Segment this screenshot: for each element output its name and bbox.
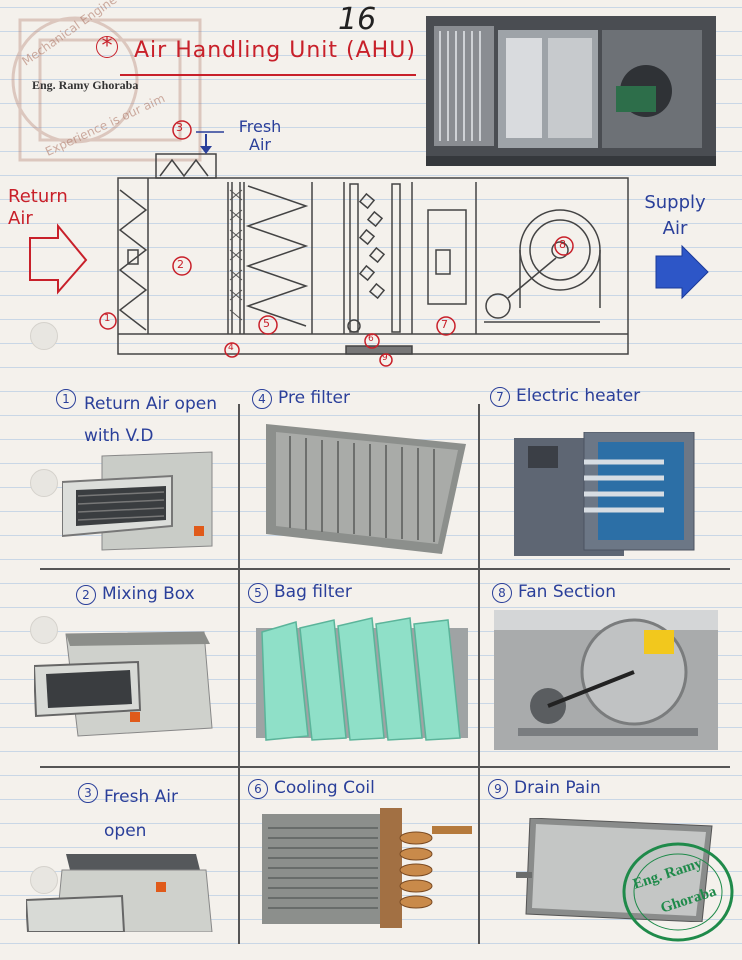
marker-5: 5 bbox=[263, 317, 270, 330]
marker-7: 7 bbox=[441, 318, 448, 331]
fresh-air-label: Fresh Air bbox=[238, 117, 282, 154]
ahu-schematic bbox=[29, 120, 709, 367]
grid-divider-v1 bbox=[238, 404, 240, 944]
cooling-coil-photo bbox=[262, 808, 472, 928]
caption-return-air: 1 bbox=[56, 388, 82, 409]
supply-air-label: Supply Air bbox=[644, 192, 706, 239]
electric-heater-photo bbox=[514, 432, 695, 556]
pre-filter-photo bbox=[266, 424, 466, 554]
grid-divider-h2 bbox=[40, 766, 730, 768]
marker-3: 3 bbox=[176, 121, 183, 134]
author-name: Eng. Ramy Ghoraba bbox=[32, 78, 139, 92]
marker-1: 1 bbox=[104, 313, 111, 324]
marker-6: 6 bbox=[368, 334, 374, 344]
marker-2: 2 bbox=[177, 258, 184, 271]
title-underline bbox=[120, 74, 416, 76]
grid-divider-h1 bbox=[40, 568, 730, 570]
binder-hole bbox=[30, 616, 58, 644]
marker-8: 8 bbox=[559, 238, 566, 251]
mixing-box-photo bbox=[34, 631, 213, 737]
title-marker: * bbox=[96, 36, 118, 58]
binder-hole bbox=[30, 866, 58, 894]
page-number: 16 bbox=[338, 2, 377, 37]
bag-filter-photo bbox=[256, 617, 468, 741]
caption-fresh-air: 3 bbox=[78, 782, 104, 803]
return-air-label: Return Air bbox=[8, 186, 68, 229]
return-air-damper-photo bbox=[62, 451, 213, 551]
fresh-air-damper-photo bbox=[26, 854, 213, 932]
ahu-photo bbox=[426, 16, 716, 166]
page-title: Air Handling Unit (AHU) bbox=[134, 38, 416, 63]
binder-hole bbox=[30, 322, 58, 350]
caption-fresh-air-text: Fresh Air open bbox=[104, 787, 178, 841]
author-stamp bbox=[622, 842, 734, 942]
caption-return-air-text: Return Air open with V.D bbox=[84, 394, 217, 446]
watermark-logo bbox=[11, 16, 202, 162]
marker-4: 4 bbox=[228, 343, 234, 353]
marker-9: 9 bbox=[382, 353, 388, 363]
fan-section-photo bbox=[494, 610, 718, 750]
binder-hole bbox=[30, 469, 58, 497]
grid-divider-v2 bbox=[478, 404, 480, 944]
